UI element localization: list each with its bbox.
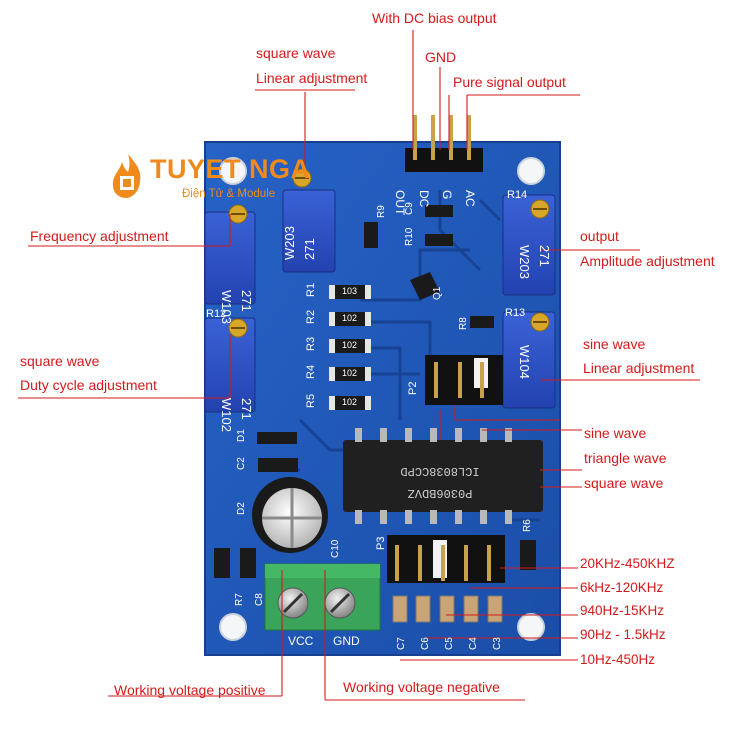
label-linear-adjustment-right: Linear adjustment <box>583 360 695 376</box>
part-ref-label: D2 <box>236 502 247 515</box>
label-square-wave-left: square wave <box>20 353 100 369</box>
part-ref-label: C10 <box>330 539 341 558</box>
part-ref-label: R7 <box>234 593 245 606</box>
header-pin-label: AC <box>463 190 477 207</box>
label-square-wave-output: square wave <box>584 475 664 491</box>
cap-ref-label: C5 <box>444 637 455 650</box>
mounting-hole <box>517 613 545 641</box>
label-triangle-wave-output: triangle wave <box>584 450 667 466</box>
label-frequency-adjustment: Frequency adjustment <box>30 228 169 244</box>
resistor-ref-label: R4 <box>305 365 317 379</box>
resistor-ref-label: R2 <box>305 310 317 324</box>
resistor-ref-label: R1 <box>305 283 317 297</box>
mounting-hole <box>219 613 247 641</box>
pot-code-label: W203 <box>282 226 297 260</box>
logo-subtitle: Điện Tử & Module <box>182 188 276 200</box>
part-ref-label: Q1 <box>432 286 443 300</box>
label-range-10hz-450hz: 10Hz-450Hz <box>580 652 656 667</box>
label-pure-signal-output: Pure signal output <box>453 74 566 90</box>
mounting-hole <box>219 157 247 185</box>
terminal-label-gnd: GND <box>333 634 360 648</box>
label-range-940hz-15khz: 940Hz-15KHz <box>580 603 665 618</box>
terminal-label-vcc: VCC <box>288 634 314 648</box>
part-ref-label: C2 <box>236 457 247 470</box>
resistor-code-label: 103 <box>342 286 357 296</box>
pot-ref-label: R12 <box>206 308 226 320</box>
part-ref-label: R6 <box>522 519 533 532</box>
label-amplitude-adjustment: Amplitude adjustment <box>580 253 715 269</box>
label-dc-bias-output: With DC bias output <box>372 10 497 26</box>
header-top-output <box>405 115 483 172</box>
pot-sine-linear <box>502 311 556 409</box>
brand-logo: TUYET NGA Điện Tử & Module <box>108 152 318 206</box>
cap-ref-label: C6 <box>420 637 431 650</box>
electrolytic-capacitor <box>252 477 328 553</box>
pot-value-label: 271 <box>537 245 552 267</box>
resistor-ref-label: R3 <box>305 337 317 351</box>
pot-code-label: W104 <box>517 345 532 379</box>
part-ref-label: D1 <box>236 429 247 442</box>
label-linear-adjustment-top: Linear adjustment <box>256 70 368 86</box>
pot-square-linear <box>282 168 336 273</box>
part-ref-label: R9 <box>376 205 387 218</box>
jumper-p2-waveform <box>425 355 503 405</box>
cap-ref-label: C4 <box>468 637 479 650</box>
icl8038-chip: ICL8038CCPD P0306BDVZ <box>343 428 543 524</box>
label-sine-wave-output: sine wave <box>584 425 647 441</box>
part-ref-label: P2 <box>407 382 419 395</box>
label-working-voltage-negative: Working voltage negative <box>343 679 500 695</box>
flame-chip-icon <box>112 154 141 198</box>
header-pin-label: G <box>440 190 454 199</box>
pot-code-label: W102 <box>219 398 234 432</box>
header-pin-label: DC <box>417 190 431 208</box>
pot-code-label: W203 <box>517 245 532 279</box>
pot-code-label: W103 <box>219 290 234 324</box>
pot-amplitude <box>502 194 556 296</box>
part-ref-label: C9 <box>404 202 415 215</box>
ic-text-2: P0306BDVZ <box>408 486 473 500</box>
resistor-ref-label: R5 <box>305 394 317 408</box>
resistor-array <box>329 285 371 410</box>
ic-text-1: ICL8038CCPD <box>400 464 479 478</box>
pot-value-label: 271 <box>239 398 254 420</box>
jumper-p3-frequency-range <box>387 535 505 583</box>
label-range-6khz-120khz: 6kHz-120KHz <box>580 580 664 595</box>
resistor-code-label: 102 <box>342 368 357 378</box>
power-terminal-block <box>264 563 381 631</box>
part-ref-label: P3 <box>375 537 387 550</box>
header-pin-label: OUT <box>393 190 407 216</box>
pot-value-label: 271 <box>239 290 254 312</box>
label-range-90hz-1-5khz: 90Hz - 1.5kHz <box>580 627 666 642</box>
label-square-wave-top: square wave <box>256 45 336 61</box>
pot-ref-label: R13 <box>505 307 525 319</box>
pot-frequency <box>204 204 256 305</box>
mounting-hole <box>517 157 545 185</box>
cap-ref-label: C7 <box>396 637 407 650</box>
resistor-code-label: 102 <box>342 397 357 407</box>
resistor-code-label: 102 <box>342 340 357 350</box>
part-ref-label: R10 <box>404 227 415 246</box>
pot-ref-label: R14 <box>507 189 527 201</box>
label-gnd: GND <box>425 49 457 65</box>
logo-brand-text: TUYET NGA <box>150 154 311 184</box>
label-sine-wave-right: sine wave <box>583 336 646 352</box>
resistor-code-label: 102 <box>342 313 357 323</box>
pot-value-label: 271 <box>302 238 317 260</box>
part-ref-label: R8 <box>458 317 469 330</box>
label-range-20khz-450khz: 20KHz-450KHZ <box>580 556 675 571</box>
cap-ref-label: C3 <box>492 637 503 650</box>
part-ref-label: C8 <box>254 593 265 606</box>
label-output: output <box>580 228 619 244</box>
label-working-voltage-positive: Working voltage positive <box>114 682 266 698</box>
label-duty-cycle-adjustment: Duty cycle adjustment <box>20 377 157 393</box>
